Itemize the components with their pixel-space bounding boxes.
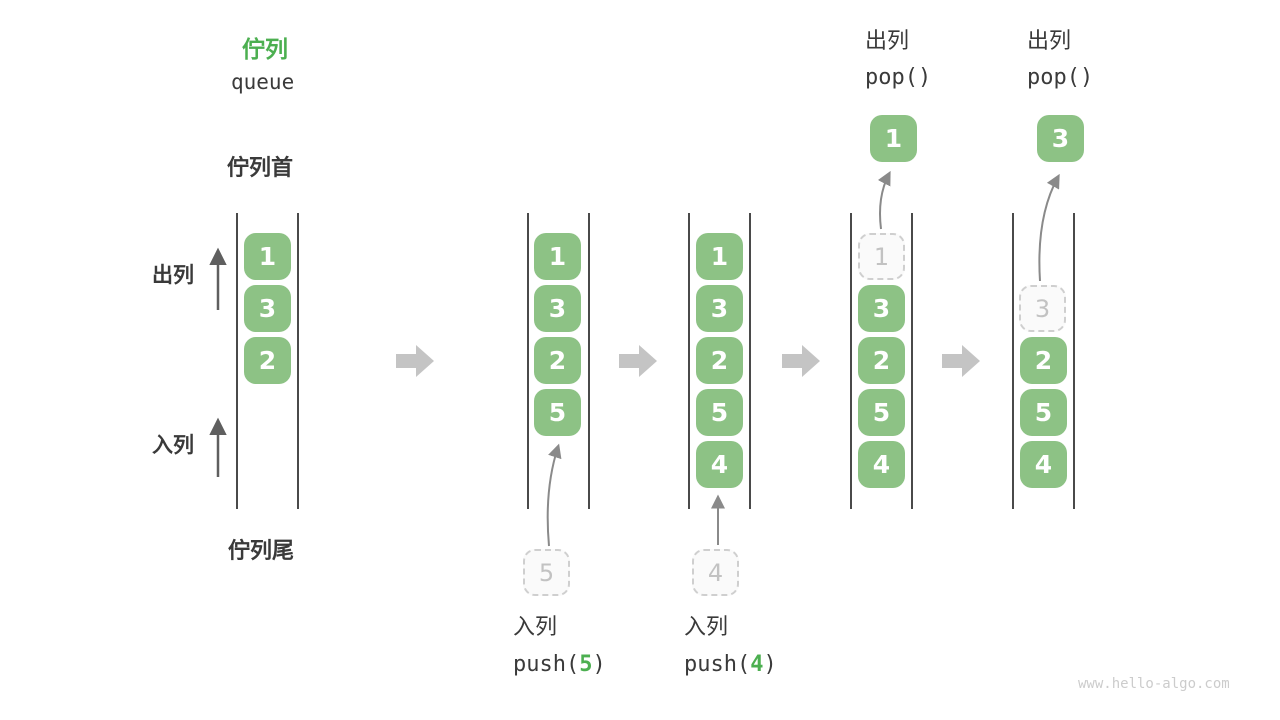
label-queue-front: 佇列首 <box>227 156 294 181</box>
queue-cell: 1 <box>244 233 291 280</box>
fn-pre: push( <box>684 652 751 677</box>
stage-fn-label: push(4) <box>684 652 777 677</box>
stage-fn-label: push(5) <box>513 652 606 677</box>
queue-cell: 2 <box>1020 337 1067 384</box>
queue-wall-right <box>588 213 590 509</box>
flow-arrow-icon <box>782 345 820 377</box>
label-queue-rear: 佇列尾 <box>228 539 295 564</box>
label-dequeue: 出列 <box>152 263 194 287</box>
queue-cell: 3 <box>858 285 905 332</box>
queue-cell: 4 <box>1020 441 1067 488</box>
queue-cell: 1 <box>534 233 581 280</box>
queue-cell: 2 <box>696 337 743 384</box>
incoming-cell: 4 <box>692 549 739 596</box>
queue-wall-right <box>1073 213 1075 509</box>
queue-cell: 3 <box>534 285 581 332</box>
queue-wall-left <box>236 213 238 509</box>
queue-wall-right <box>749 213 751 509</box>
fn-post: ) <box>763 652 777 677</box>
queue-cell: 2 <box>858 337 905 384</box>
queue-cell: 3 <box>244 285 291 332</box>
queue-cell: 5 <box>696 389 743 436</box>
page-title: 佇列 <box>242 37 288 63</box>
page-subtitle: queue <box>231 70 295 94</box>
stage-action-label: 入列 <box>684 615 729 640</box>
flow-arrow-icon <box>396 345 434 377</box>
flow-arrow-icon <box>942 345 980 377</box>
queue-wall-left <box>850 213 852 509</box>
queue-cell: 1 <box>696 233 743 280</box>
queue-cell: 4 <box>696 441 743 488</box>
stage-action-label: 入列 <box>513 615 558 640</box>
queue-cell: 2 <box>244 337 291 384</box>
fn-pre: pop( <box>865 65 918 90</box>
popped-cell: 3 <box>1037 115 1084 162</box>
pop-3-transfer-arrow-icon <box>1038 173 1060 282</box>
queue-cell: 5 <box>1020 389 1067 436</box>
fn-arg: 5 <box>579 652 593 677</box>
flow-arrow-icon <box>619 345 657 377</box>
fn-post: ) <box>1079 65 1094 90</box>
watermark: www.hello-algo.com <box>1078 676 1230 692</box>
fn-pre: push( <box>513 652 580 677</box>
stage-action-label: 出列 <box>865 29 910 54</box>
queue-wall-right <box>911 213 913 509</box>
stage-fn-label: pop() <box>865 65 931 90</box>
fn-arg: 4 <box>750 652 764 677</box>
queue-cell: 2 <box>534 337 581 384</box>
push-5-transfer-arrow-icon <box>546 443 562 547</box>
stage-fn-label: pop() <box>1027 65 1093 90</box>
queue-wall-left <box>688 213 690 509</box>
queue-cell: 4 <box>858 441 905 488</box>
fn-post: ) <box>592 652 606 677</box>
pop-1-transfer-arrow-icon <box>877 170 891 230</box>
queue-cell: 5 <box>858 389 905 436</box>
queue-wall-left <box>1012 213 1014 509</box>
queue-cell: 3 <box>696 285 743 332</box>
label-enqueue: 入列 <box>152 433 194 457</box>
queue-wall-left <box>527 213 529 509</box>
ghost-cell: 1 <box>858 233 905 280</box>
ghost-cell: 3 <box>1019 285 1066 332</box>
fn-post: ) <box>917 65 932 90</box>
popped-cell: 1 <box>870 115 917 162</box>
stage-action-label: 出列 <box>1027 29 1072 54</box>
incoming-cell: 5 <box>523 549 570 596</box>
queue-cell: 5 <box>534 389 581 436</box>
fn-pre: pop( <box>1027 65 1080 90</box>
queue-wall-right <box>297 213 299 509</box>
